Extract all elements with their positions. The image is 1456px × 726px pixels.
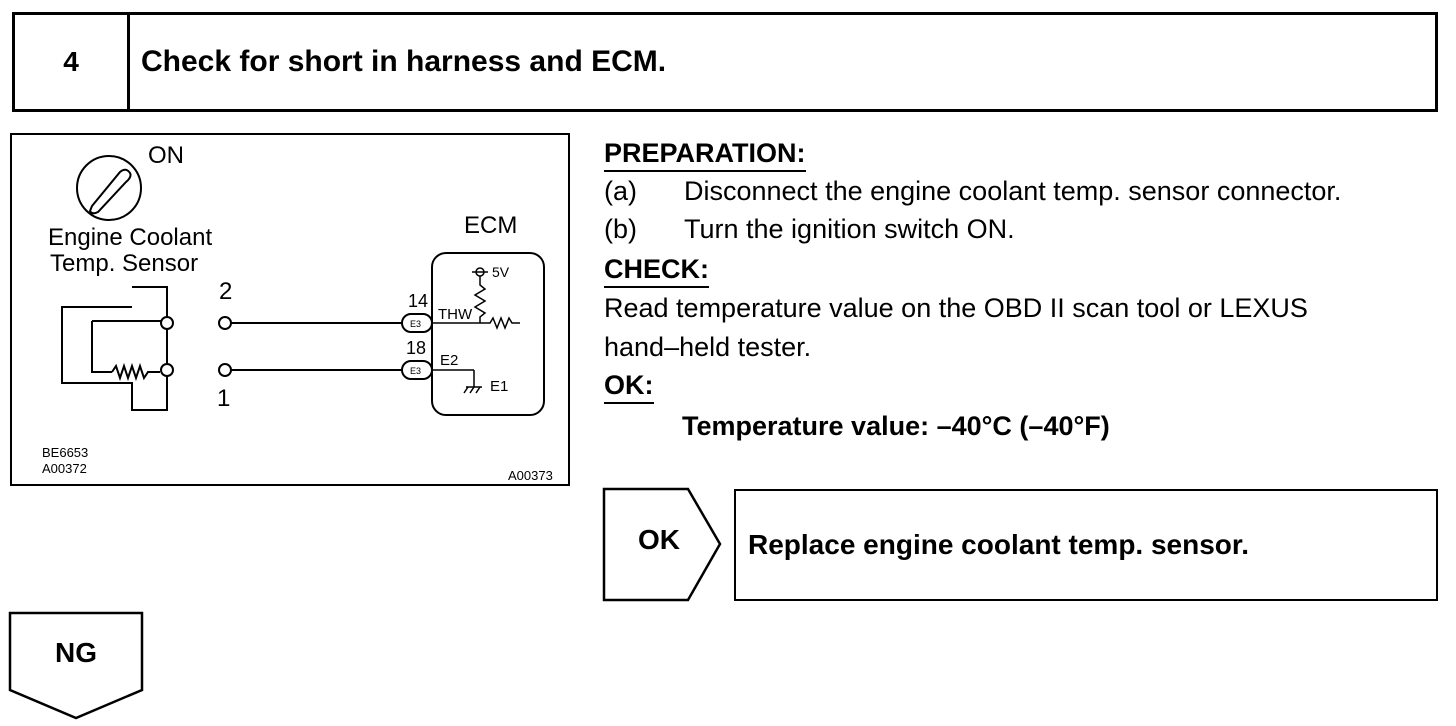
harness-pin-2 [218, 316, 232, 330]
check-line-2: hand–held tester. [604, 332, 812, 362]
five-v-label: 5V [492, 264, 510, 280]
harness-pin-1 [218, 363, 232, 377]
sensor-label-line2: Temp. Sensor [50, 250, 198, 277]
ecm-label: ECM [464, 212, 517, 239]
prep-a-marker: (a) [604, 176, 637, 206]
preparation-heading: PREPARATION: [604, 138, 806, 172]
ok-heading: OK: [604, 370, 654, 404]
check-line-1: Read temperature value on the OBD II sca… [604, 293, 1308, 323]
step-title: Check for short in harness and ECM. [141, 45, 667, 78]
pin-2-label: 2 [219, 278, 232, 305]
pin-1-label: 1 [217, 385, 230, 412]
ok-action-text: Replace engine coolant temp. sensor. [748, 529, 1250, 560]
ng-arrow-box [8, 611, 144, 720]
svg-text:E3: E3 [410, 319, 421, 329]
pin-14-label: 14 [408, 291, 428, 311]
wiring-diagram: ON Engine Coolant Temp. Sensor 2 1 ECM E… [10, 133, 570, 486]
code-left-1: BE6653 [42, 445, 88, 460]
step-number: 4 [15, 15, 130, 109]
ok-arrow-box [602, 487, 722, 602]
ecm-box [431, 252, 545, 416]
e1-label: E1 [490, 378, 508, 395]
ecm-connector-top: E3 [401, 313, 433, 333]
sensor-label-line1: Engine Coolant [48, 224, 212, 251]
step-header: 4 Check for short in harness and ECM. [12, 12, 1438, 112]
ok-action-box: Replace engine coolant temp. sensor. [734, 489, 1438, 601]
e2-label: E2 [440, 352, 458, 369]
ok-result-label: OK [638, 524, 680, 555]
pullup-resistor-icon [472, 267, 520, 331]
pin-18-label: 18 [406, 338, 426, 358]
prep-b-text: Turn the ignition switch ON. [684, 214, 1015, 244]
code-right: A00373 [508, 468, 553, 483]
switch-label: ON [148, 142, 184, 169]
thw-label: THW [438, 306, 473, 323]
code-left-2: A00372 [42, 461, 87, 476]
ground-icon [432, 369, 482, 394]
svg-text:E3: E3 [410, 366, 421, 376]
prep-a-text: Disconnect the engine coolant temp. sens… [684, 176, 1342, 206]
coolant-sensor-icon [61, 286, 174, 411]
wiring-diagram-svg: ON Engine Coolant Temp. Sensor 2 1 ECM E… [42, 142, 553, 483]
check-heading: CHECK: [604, 254, 709, 288]
ignition-switch-icon [76, 155, 142, 221]
prep-b-marker: (b) [604, 214, 637, 244]
ecm-connector-bottom: E3 [401, 360, 433, 380]
ng-result-label: NG [55, 637, 97, 668]
ok-spec: Temperature value: –40°C (–40°F) [682, 411, 1110, 441]
